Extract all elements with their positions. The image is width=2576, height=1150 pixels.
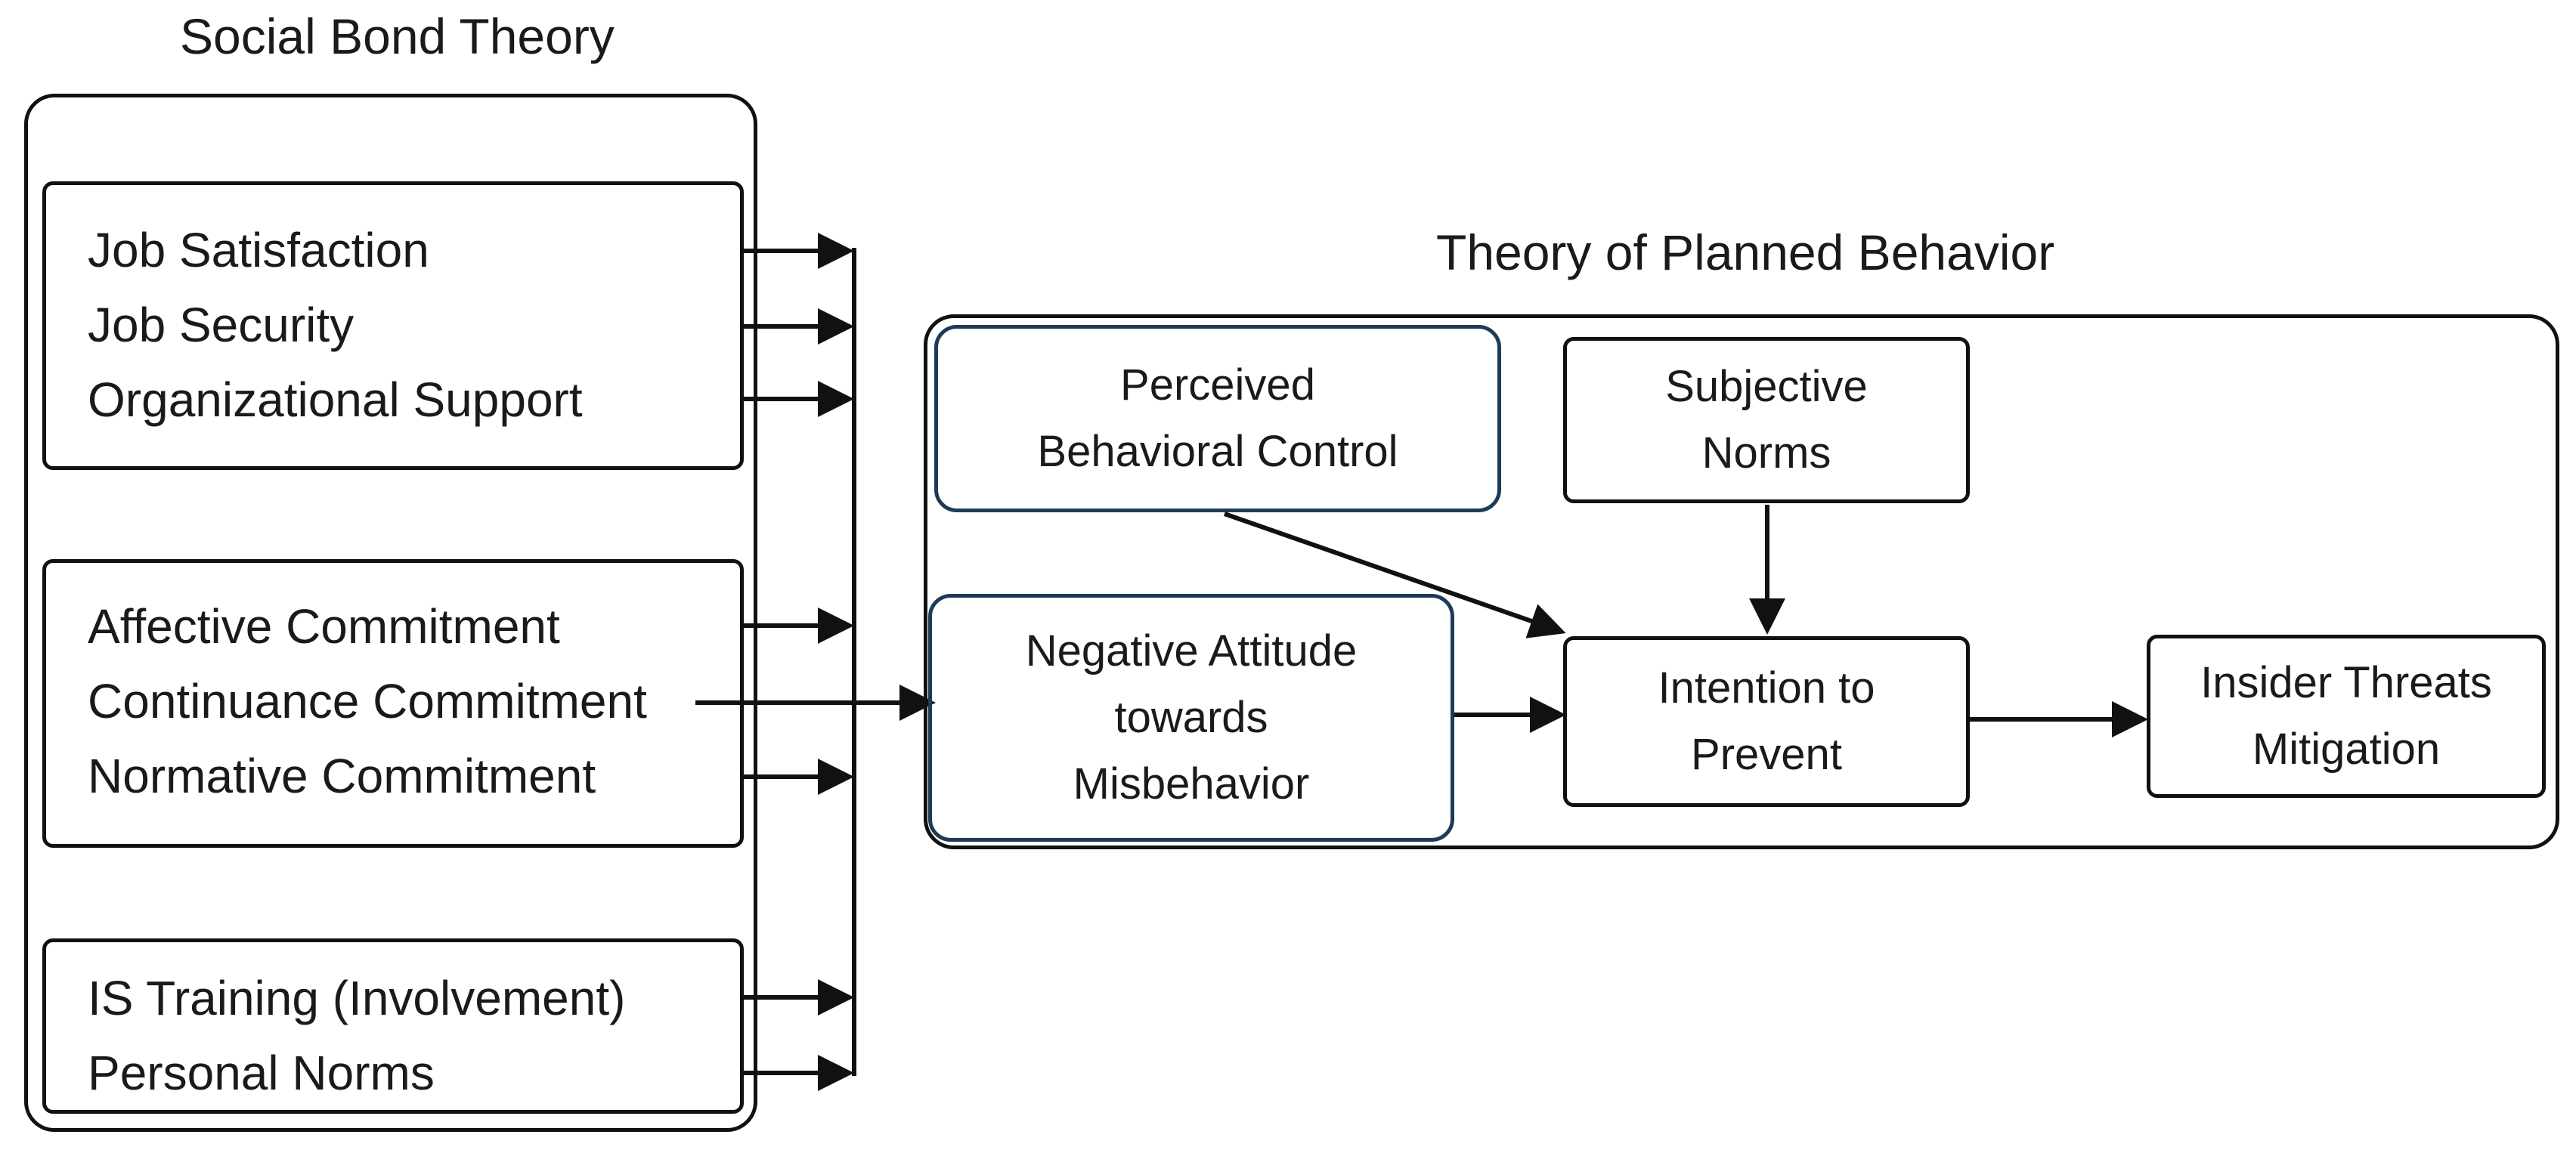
bond-group-1-list: Job Satisfaction Job Security Organizati…: [88, 213, 583, 437]
pbc-line-2: Behavioral Control: [1037, 427, 1398, 476]
planned-behavior-title: Theory of Planned Behavior: [1436, 224, 2055, 280]
pbc-line-1: Perceived: [1120, 360, 1315, 410]
construct-organizational-support: Organizational Support: [88, 373, 583, 427]
construct-normative-commitment: Normative Commitment: [88, 749, 596, 803]
construct-job-satisfaction: Job Satisfaction: [88, 223, 429, 277]
norms-line-2: Norms: [1701, 428, 1831, 478]
bond-group-3: [42, 938, 744, 1114]
outcome-line-2: Mitigation: [2252, 725, 2441, 774]
attitude-line-1: Negative Attitude: [1025, 626, 1358, 675]
construct-continuance-commitment: Continuance Commitment: [88, 674, 647, 728]
social-bond-title: Social Bond Theory: [180, 8, 615, 64]
construct-job-security: Job Security: [88, 298, 355, 352]
bond-group-2-list: Affective Commitment Continuance Commitm…: [88, 589, 647, 814]
social-bond-frame: [24, 94, 757, 1132]
norms-line-1: Subjective: [1665, 362, 1868, 411]
node-intention-to-prevent: Intention to Prevent: [1563, 636, 1970, 807]
construct-affective-commitment: Affective Commitment: [88, 599, 560, 654]
bond-group-1: [42, 181, 744, 470]
attitude-line-3: Misbehavior: [1073, 759, 1310, 808]
intention-line-1: Intention to: [1658, 663, 1875, 713]
construct-is-training: IS Training (Involvement): [88, 971, 626, 1025]
attitude-line-2: towards: [1114, 693, 1268, 742]
planned-behavior-frame: [924, 314, 2559, 849]
bond-group-3-list: IS Training (Involvement) Personal Norms: [88, 961, 625, 1111]
node-subjective-norms: Subjective Norms: [1563, 337, 1970, 503]
intention-line-2: Prevent: [1691, 730, 1842, 779]
outcome-line-1: Insider Threats: [2200, 658, 2492, 707]
node-perceived-behavioral-control: Perceived Behavioral Control: [934, 325, 1501, 512]
construct-personal-norms: Personal Norms: [88, 1046, 435, 1100]
node-insider-threats-mitigation: Insider Threats Mitigation: [2147, 635, 2546, 798]
bond-group-2: [42, 559, 744, 848]
arrow-pbc-to-intention: [1224, 512, 1566, 638]
node-negative-attitude: Negative Attitude towards Misbehavior: [928, 594, 1454, 842]
